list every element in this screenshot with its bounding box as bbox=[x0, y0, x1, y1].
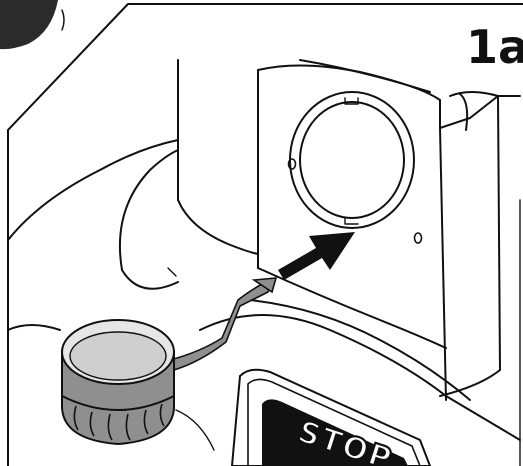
machine-front-panel-top-ridge bbox=[299, 59, 431, 93]
base-curve-lower-left bbox=[7, 324, 61, 331]
cap-ridge-line bbox=[61, 395, 175, 411]
cap-strap bbox=[169, 281, 273, 371]
corner-badge-inner-mark bbox=[61, 9, 65, 31]
stop-button-frame bbox=[247, 378, 421, 466]
cap bbox=[61, 319, 175, 446]
corner-badge bbox=[0, 0, 58, 50]
cap-grip-1 bbox=[73, 405, 79, 431]
insertion-arrow bbox=[278, 232, 355, 280]
socket-outer-ring bbox=[289, 91, 415, 229]
cap-grip-3 bbox=[107, 413, 113, 441]
socket-notch-bottom bbox=[344, 217, 359, 225]
machine-tower-base-curve bbox=[177, 199, 259, 255]
screw-hole-right bbox=[413, 232, 423, 244]
stop-button: STOP bbox=[230, 368, 432, 466]
cap-grip-5 bbox=[143, 409, 149, 435]
machine-base-left-inner bbox=[118, 149, 179, 271]
socket-inner-ring bbox=[299, 101, 405, 219]
stop-button-face bbox=[262, 399, 408, 466]
machine-right-box bbox=[439, 91, 501, 397]
machine-right-box-ridge bbox=[459, 93, 469, 131]
machine-base-left bbox=[7, 139, 179, 241]
machine-base-mark bbox=[167, 267, 177, 277]
base-curve-lower-left-2 bbox=[175, 409, 215, 451]
cap-grip-4 bbox=[125, 413, 131, 441]
cap-grip-6 bbox=[159, 403, 165, 427]
cap-grip-2 bbox=[89, 411, 95, 437]
socket-notch-top bbox=[344, 97, 359, 105]
machine-lower-curve-2 bbox=[249, 299, 471, 401]
step-label: 1a bbox=[466, 20, 523, 74]
cap-top-inner bbox=[69, 331, 167, 381]
machine-lower-curve bbox=[199, 314, 521, 441]
frame-outline bbox=[7, 3, 523, 466]
cap-strap-tip bbox=[251, 277, 278, 294]
screw-hole-left bbox=[287, 158, 297, 170]
machine-base-left-shadow bbox=[121, 269, 179, 290]
machine-right-box-inner bbox=[439, 127, 447, 401]
machine-panel-bottom bbox=[257, 267, 447, 349]
